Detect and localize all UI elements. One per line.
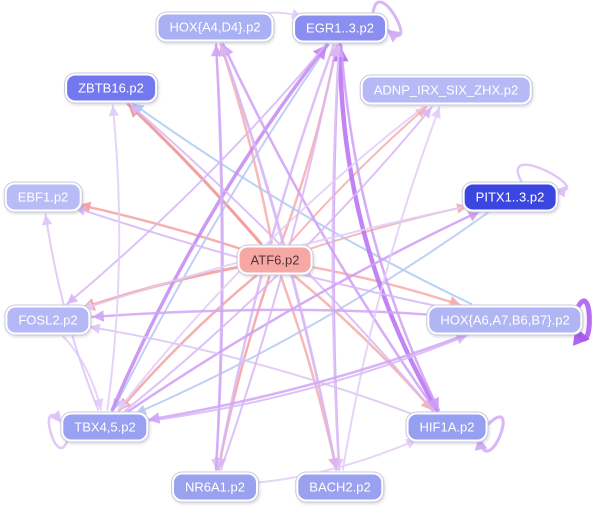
node-label: NR6A1.p2 — [185, 479, 245, 495]
node-zbtb16[interactable]: ZBTB16.p2 — [65, 73, 157, 103]
node-atf6[interactable]: ATF6.p2 — [237, 245, 313, 275]
edge-hoxA6-fosl2 — [91, 308, 431, 319]
edge-arrowhead — [219, 44, 230, 56]
edge-arrowhead — [93, 398, 104, 410]
node-pitx1-3[interactable]: PITX1..3.p2 — [462, 182, 558, 212]
edge-egr1-hif1a — [339, 44, 440, 412]
edge-hoxA6-tbx45 — [146, 333, 466, 422]
edge-arrowhead — [210, 44, 223, 57]
edge-tbx45-pitx1 — [126, 209, 482, 413]
node-label: ATF6.p2 — [250, 252, 300, 268]
edge-arrowhead — [415, 107, 427, 118]
edge-atf6-zbtb16 — [126, 102, 263, 246]
edge-atf6-ebf1 — [77, 203, 245, 251]
edge-egr1-bach2 — [331, 44, 340, 471]
node-label: HOX{A4,D4}.p2 — [169, 19, 261, 35]
node-label: EGR1..3.p2 — [306, 20, 374, 36]
edge-nr6a1-hoxA4D4 — [214, 43, 224, 471]
edge-arrowhead — [428, 396, 439, 410]
edge-arrowhead — [405, 439, 417, 449]
edge-pitx1-pitx1 — [516, 163, 569, 193]
edge-arrowhead — [92, 310, 105, 322]
node-bach2[interactable]: BACH2.p2 — [296, 472, 384, 502]
node-hox-a4-d4[interactable]: HOX{A4,D4}.p2 — [156, 12, 274, 42]
node-label: HOX{A6,A7,B6,B7}.p2 — [440, 312, 570, 328]
node-label: ZBTB16.p2 — [78, 80, 144, 96]
edge-atf6-tbx45 — [118, 274, 258, 412]
node-ebf1[interactable]: EBF1.p2 — [4, 182, 82, 212]
node-label: BACH2.p2 — [309, 479, 371, 495]
edge-arrowhead — [448, 296, 462, 308]
node-label: ADNP_IRX_SIX_ZHX.p2 — [373, 82, 519, 98]
edge-arrowhead — [386, 29, 401, 43]
edge-pitx1-tbx45 — [134, 211, 489, 415]
edge-hif1a-fosl2 — [88, 325, 416, 416]
edge-arrowhead — [118, 398, 129, 411]
edge-tbx45-zbtb16 — [106, 104, 121, 411]
edge-arrowhead — [129, 104, 141, 115]
node-hox-a6-a7-b6-b7[interactable]: HOX{A6,A7,B6,B7}.p2 — [427, 305, 583, 335]
edge-arrowhead — [41, 214, 53, 226]
node-egr1-3[interactable]: EGR1..3.p2 — [293, 13, 387, 43]
node-hif1a[interactable]: HIF1A.p2 — [406, 412, 488, 442]
node-label: EBF1.p2 — [17, 189, 69, 205]
edge-arrowhead — [147, 412, 161, 424]
edge-arrowhead — [421, 107, 432, 119]
edge-arrowhead — [66, 293, 79, 305]
edge-hif1a-egr1 — [337, 43, 440, 413]
node-label: HIF1A.p2 — [419, 419, 475, 435]
edge-arrowhead — [553, 185, 566, 198]
edge-arrowhead — [89, 323, 101, 334]
node-adnp-irx-six-zhx[interactable]: ADNP_IRX_SIX_ZHX.p2 — [360, 75, 532, 105]
edge-atf6-hoxA6 — [309, 265, 463, 307]
edge-atf6-adnp — [288, 106, 428, 245]
node-tbx4-5[interactable]: TBX4,5.p2 — [61, 412, 149, 442]
edge-tbx45-egr1 — [110, 43, 329, 412]
node-label: PITX1..3.p2 — [475, 189, 545, 205]
edge-arrowhead — [49, 410, 62, 423]
node-fosl2[interactable]: FOSL2.p2 — [5, 305, 91, 335]
edge-egr1-tbx45 — [112, 43, 330, 411]
edge-arrowhead — [329, 45, 340, 57]
edge-arrowhead — [430, 107, 441, 120]
edge-tbx45-hoxA6 — [148, 334, 469, 422]
edge-fosl2-tbx45 — [62, 335, 102, 411]
node-nr6a1[interactable]: NR6A1.p2 — [172, 472, 258, 502]
edge-bach2-adnp — [341, 106, 441, 471]
node-label: TBX4,5.p2 — [74, 419, 136, 435]
edge-arrowhead — [467, 210, 481, 222]
edge-arrowhead — [108, 105, 119, 117]
edge-egr1-fosl2 — [65, 43, 327, 306]
edge-arrowhead — [135, 404, 148, 415]
node-label: FOSL2.p2 — [18, 312, 78, 328]
